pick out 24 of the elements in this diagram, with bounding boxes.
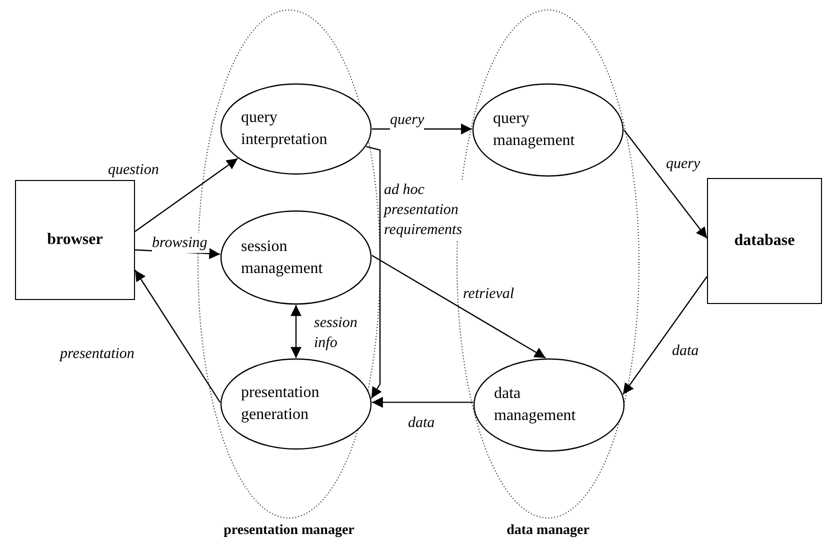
- node-label: query interpretation: [241, 108, 328, 150]
- process-ellipse: [220, 358, 372, 450]
- node-label: data management: [494, 384, 577, 426]
- process-ellipse: [473, 358, 625, 452]
- node-label: presentation generation: [241, 383, 320, 425]
- group-title: presentation manager: [224, 524, 354, 538]
- process-ellipse: [472, 83, 624, 177]
- system-box: [15, 180, 135, 300]
- process-ellipse: [220, 210, 372, 305]
- node-label: browser: [47, 230, 103, 250]
- arrow: [290, 305, 302, 358]
- arrow: [134, 158, 238, 232]
- arrow: [622, 276, 708, 395]
- node-label: query management: [493, 109, 576, 151]
- group-title: data manager: [506, 524, 590, 538]
- arrow: [372, 396, 474, 408]
- system-box: [707, 178, 822, 304]
- process-ellipse: [220, 83, 372, 175]
- node-label: session management: [241, 236, 324, 278]
- edge-label: browsing: [152, 233, 208, 253]
- arrow: [372, 254, 546, 359]
- arrow: [366, 146, 382, 399]
- arrow: [624, 130, 708, 239]
- node-label: database: [734, 231, 795, 251]
